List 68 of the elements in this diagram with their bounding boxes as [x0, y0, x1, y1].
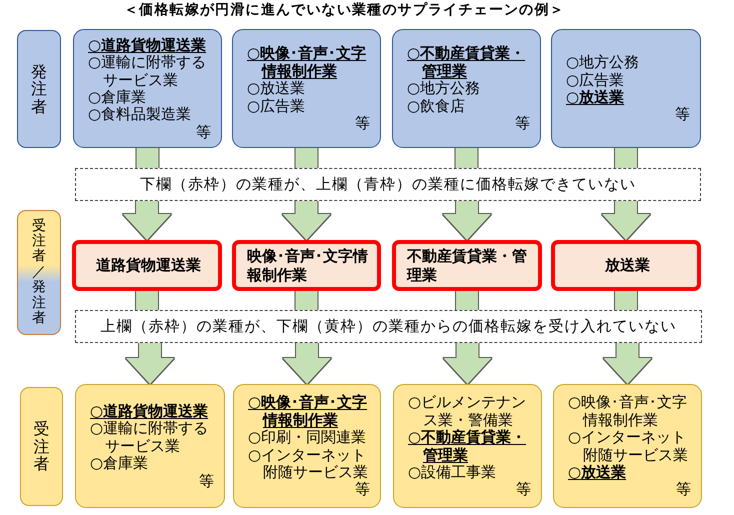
list-item: ○ビルメンテナンス業・警備業	[408, 394, 528, 429]
block-arrow	[126, 343, 174, 384]
list-item: ○運輸に附帯するサービス業	[90, 420, 210, 455]
industry-card	[551, 240, 701, 291]
role-text: 発注者	[31, 62, 47, 116]
note-text: 下欄（赤枠）の業種が、上欄（青枠）の業種に価格転嫁できていない	[140, 175, 636, 194]
etc-note: 等	[354, 115, 370, 133]
note-band	[75, 168, 701, 201]
diagram-title: ＜価格転嫁が円滑に進んでいない業種のサプライチェーンの例＞	[124, 1, 565, 19]
role-text: 受注者	[34, 420, 50, 473]
list-item: ○道路貨物運送業	[90, 402, 210, 420]
list-item: ○運輸に附帯するサービス業	[88, 54, 208, 89]
list-item: ○不動産賃貸業・管理業	[408, 429, 528, 464]
list-item: ○インターネット附随サービス業	[568, 429, 689, 464]
industry-card	[553, 384, 702, 508]
block-arrow	[444, 343, 492, 384]
etc-note: 等	[674, 106, 690, 124]
industry-card	[232, 240, 381, 291]
list-item: ○倉庫業	[88, 89, 148, 106]
block-arrow	[282, 201, 330, 240]
list-item: ○倉庫業	[90, 455, 150, 473]
note-text: 上欄（赤枠）の業種が、下欄（黄枠）の業種からの価格転嫁を受け入れていない	[100, 317, 676, 336]
list-item: ○地方公務	[407, 80, 482, 98]
etc-note: 等	[514, 115, 530, 133]
list-item: ○放送業	[566, 89, 626, 106]
industry-name: 映像･音声･文字情報制作業	[247, 246, 369, 284]
block-arrow	[123, 201, 171, 240]
etc-note: 等	[675, 481, 691, 499]
etc-note: 等	[195, 124, 211, 142]
list-item: ○放送業	[568, 464, 628, 482]
list-item: ○食料品製造業	[88, 106, 192, 124]
industry-name: 放送業	[605, 256, 650, 275]
industry-card	[392, 29, 541, 148]
block-arrow	[443, 201, 491, 240]
etc-note: 等	[515, 481, 531, 499]
industry-name: 不動産賃貸業・管理業	[407, 246, 528, 284]
list-item: ○広告業	[247, 98, 306, 116]
industry-card	[233, 384, 381, 508]
list-item: ○インターネット附随サービス業	[248, 446, 369, 482]
block-arrow	[604, 343, 652, 384]
block-arrow	[283, 343, 331, 384]
role-text: 受注者／発注者	[32, 218, 46, 326]
note-band	[75, 310, 702, 343]
list-item: ○映像･音声･文字情報制作業	[247, 45, 368, 80]
etc-note: 等	[354, 481, 370, 499]
list-item: ○映像･音声･文字情報制作業	[248, 394, 368, 430]
industry-name: 道路貨物運送業	[96, 256, 201, 275]
etc-note: 等	[198, 472, 214, 490]
industry-card	[73, 29, 222, 148]
list-item: ○映像･音声･文字情報制作業	[568, 394, 688, 430]
industry-card	[551, 29, 701, 148]
industry-card	[393, 384, 542, 508]
industry-card	[72, 240, 222, 291]
list-item: ○印刷・同関連業	[248, 429, 368, 446]
list-item: ○放送業	[247, 80, 306, 98]
list-item: ○飲食店	[407, 98, 466, 116]
role-tab	[17, 210, 61, 335]
industry-card	[75, 384, 225, 508]
list-item: ○不動産賃貸業・管理業	[407, 45, 526, 80]
industry-card	[232, 29, 381, 148]
list-item: ○道路貨物運送業	[88, 36, 208, 54]
list-item: ○地方公務	[566, 54, 640, 72]
role-tab	[20, 387, 63, 506]
industry-card	[392, 240, 542, 291]
list-item: ○設備工事業	[408, 464, 498, 482]
block-arrow	[602, 201, 650, 240]
list-item: ○広告業	[566, 72, 626, 89]
role-tab	[17, 30, 61, 148]
